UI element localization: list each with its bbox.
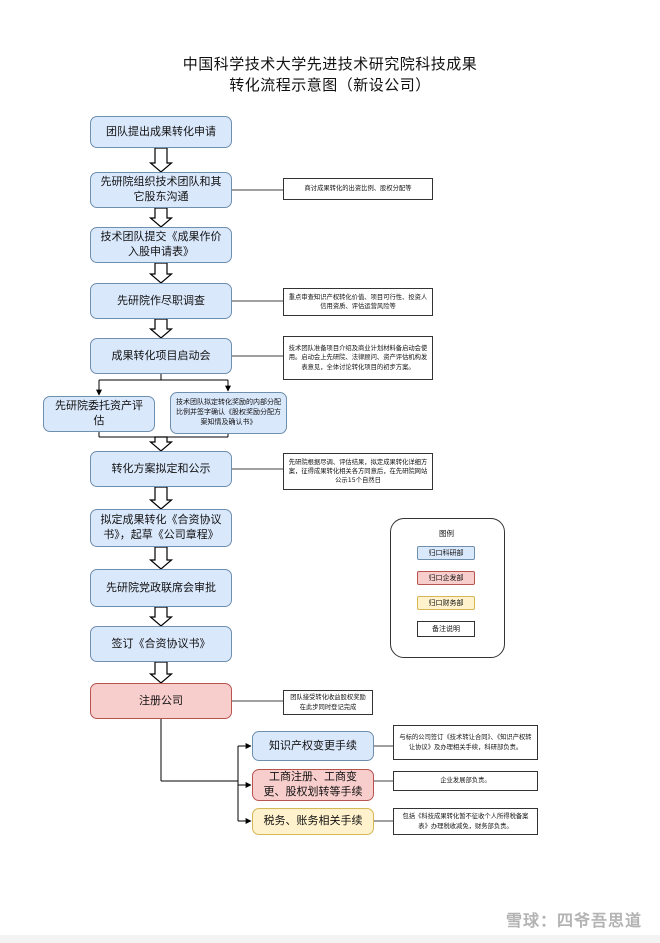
note-due-diligence: 重点审查知识产权转化价值、项目可行性、投资人信用资质、评估运营风险等 [283, 288, 433, 316]
step-business-registration: 工商注册、工商变更、股权划转等手续 [252, 769, 374, 801]
legend-item-finance: 归口财务部 [417, 596, 475, 610]
step-tax-accounting: 税务、账务相关手续 [252, 808, 374, 835]
legend-title: 图例 [439, 529, 454, 538]
note-plan-publicity: 先研院根据尽调、评估结果，拟定成果转化详细方案，征得成果转化相关各方同意后，在先… [283, 453, 433, 490]
watermark: 雪球：四爷吾思道 [505, 911, 642, 930]
diagram-title-line1: 中国科学技术大学先进技术研究院科技成果 [182, 55, 478, 73]
flow-arrow-8 [148, 661, 174, 684]
legend-item-research: 归口科研部 [417, 546, 475, 560]
step-kickoff-meeting: 成果转化项目启动会 [90, 338, 232, 374]
flow-arrow-5 [148, 486, 174, 510]
flow-arrow-4 [148, 318, 174, 339]
step-due-diligence: 先研院作尽职调查 [90, 283, 232, 319]
note-ip-transfer: 与标的公司签订《技术转让合同》、《知识产权转让协议》及办理相关手续，科研部负责。 [393, 725, 538, 760]
flow-arrow-3 [148, 262, 174, 284]
bottom-bar [0, 935, 660, 943]
step-submit-form: 技术团队提交《成果作价入股申请表》 [90, 227, 232, 263]
step-communicate: 先研院组织技术团队和其它股东沟通 [90, 172, 232, 208]
flow-arrow-1 [148, 147, 174, 173]
step-apply: 团队提出成果转化申请 [90, 116, 232, 148]
step-asset-evaluation: 先研院委托资产评估 [43, 396, 155, 432]
step-plan-publicity: 转化方案拟定和公示 [90, 451, 232, 487]
step-ip-transfer: 知识产权变更手续 [252, 731, 374, 761]
flow-arrow-7 [148, 606, 174, 627]
note-register-company: 团队接受转化收益股权奖励在此步同时登记完成 [283, 690, 373, 715]
note-business-registration: 企业发展部负责。 [393, 771, 538, 791]
step-reward-distribution: 技术团队拟定转化奖励的内部分配比例并签字确认《股权奖励分配方案知情及确认书》 [170, 392, 287, 434]
flow-arrow-6 [148, 546, 174, 570]
legend-panel [390, 518, 505, 658]
note-kickoff-meeting: 技术团队准备项目介绍及商业计划材料备启动会使用。启动会上先研院、法律顾问、资产评… [283, 336, 433, 380]
legend-item-enterprise: 归口企发部 [417, 571, 475, 585]
step-sign-agreement: 签订《合资协议书》 [90, 626, 232, 662]
flow-arrow-merge [148, 436, 174, 452]
note-communicate: 商讨成果转化的出资比例、股权分配等 [283, 178, 433, 200]
diagram-title-line2: 转化流程示意图（新设公司） [229, 76, 431, 94]
step-register-company: 注册公司 [90, 683, 232, 719]
step-draft-agreement: 拟定成果转化《合资协议书》，起草《公司章程》 [90, 509, 232, 547]
note-tax-accounting: 包括《科技成果转化暂不征收个人所得税备案表》办理税收减免，财务部负责。 [393, 808, 538, 835]
step-approval: 先研院党政联席会审批 [90, 569, 232, 607]
legend-item-note: 备注说明 [417, 621, 475, 637]
flow-arrow-2 [148, 207, 174, 228]
